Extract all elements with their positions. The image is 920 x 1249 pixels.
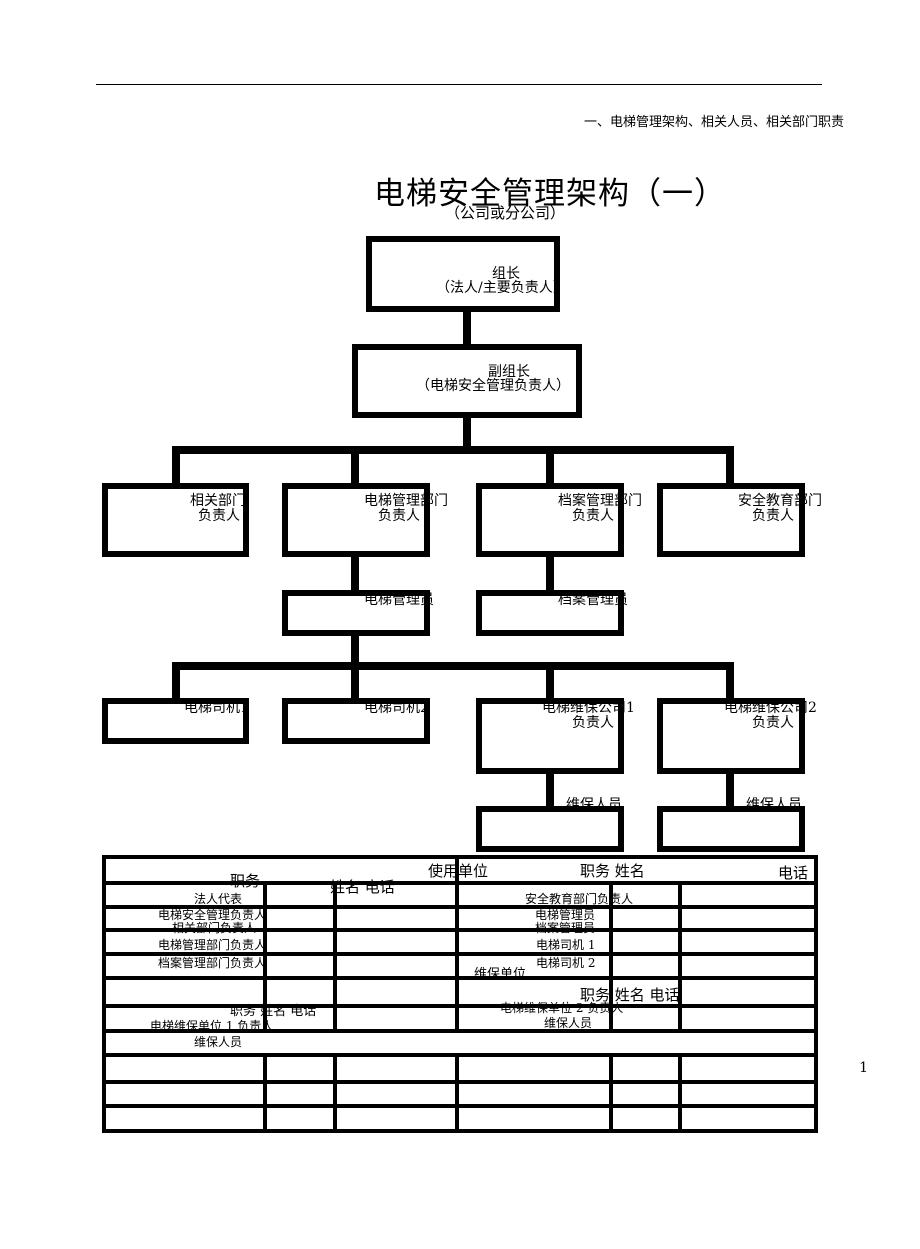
manager-label-1: 电梯管理员 [364, 592, 434, 608]
deputy-label: 副组长 [488, 364, 530, 380]
operator-drop-4 [726, 662, 734, 702]
manager-connector-1 [351, 556, 359, 594]
department-box-4 [657, 483, 805, 557]
department-sublabel-4: 负责人 [752, 508, 794, 524]
table-row-left-1: 法人代表 [194, 892, 243, 906]
leader-connector [463, 311, 471, 346]
table-divider [333, 881, 337, 1029]
page-number: 1 [859, 1060, 868, 1076]
table-rule [102, 1053, 818, 1057]
operator-connector [351, 635, 359, 667]
operator-label-3: 电梯维保公司1 [542, 700, 635, 716]
operator-label-2: 电梯司机2 [364, 700, 429, 716]
table-rule [102, 1104, 818, 1108]
maintenance-row-right-1: 电梯维保单位 2 负责人 [500, 1001, 624, 1015]
table-divider [333, 1053, 337, 1131]
maintainer-box-1 [476, 806, 624, 852]
table-row-right-1: 安全教育部门负责人 [525, 892, 634, 906]
department-label-1: 相关部门 [190, 493, 246, 509]
operator-label-4: 电梯维保公司2 [724, 700, 817, 716]
department-label-4: 安全教育部门 [738, 493, 822, 509]
header-rule [96, 84, 822, 85]
department-box-2 [282, 483, 430, 557]
table-divider [455, 855, 459, 1029]
maintainer-connector-2 [726, 773, 734, 809]
table-row-left-3: 相关部门负责人 [172, 921, 257, 935]
dept-drop-2 [351, 446, 359, 486]
leader-box [366, 236, 560, 312]
chart-title: 电梯安全管理架构（一） [374, 176, 726, 212]
table-divider [609, 881, 613, 1029]
department-label-3: 档案管理部门 [558, 493, 642, 509]
section-title: 一、电梯管理架构、相关人员、相关部门职责 [583, 115, 844, 130]
operator-box-1 [102, 698, 249, 744]
manager-connector-2 [546, 556, 554, 594]
table-header-left-name: 姓名 电话 [330, 878, 395, 896]
operator-drop-2 [351, 662, 359, 702]
table-row-right-3: 档案管理员 [535, 921, 596, 935]
department-box-1 [102, 483, 249, 557]
table-rule [102, 881, 818, 885]
chart-subtitle: （公司或分公司） [444, 204, 565, 222]
department-sublabel-2: 负责人 [378, 508, 420, 524]
maintainer-connector-1 [546, 773, 554, 809]
operator-box-2 [282, 698, 430, 744]
operator-label-1: 电梯司机1 [184, 700, 249, 716]
maintainer-box-2 [657, 806, 805, 852]
table-header-right-phone: 电话 [778, 864, 809, 882]
maintenance-header-right: 职务 姓名 电话 [580, 986, 680, 1004]
operator-box-3 [476, 698, 624, 774]
leader-sublabel: （法人/主要负责人） [436, 280, 567, 296]
operator-drop-3 [546, 662, 554, 702]
department-sublabel-1: 负责人 [198, 508, 240, 524]
table-rule [102, 1004, 818, 1008]
department-label-2: 电梯管理部门 [364, 493, 448, 509]
operator-drop-1 [172, 662, 180, 702]
leader-label: 组长 [492, 266, 520, 282]
dept-drop-4 [726, 446, 734, 486]
deputy-box [352, 344, 582, 418]
table-row-left-5: 档案管理部门负责人 [158, 956, 267, 970]
table-row-left-4: 电梯管理部门负责人 [158, 938, 267, 952]
table-divider [609, 1053, 613, 1131]
maintenance-title: 维保单位 [474, 967, 527, 982]
department-sublabel-3: 负责人 [572, 508, 614, 524]
maintenance-row-left-1: 电梯维保单位 1 负责人 [150, 1019, 274, 1033]
deputy-connector [463, 417, 471, 449]
table-divider [455, 1053, 459, 1131]
table-rule [102, 928, 818, 932]
table-row-right-5: 电梯司机 2 [536, 956, 596, 970]
dept-drop-1 [172, 446, 180, 486]
operator-box-4 [657, 698, 805, 774]
contact-table [102, 855, 818, 1133]
table-row-right-4: 电梯司机 1 [536, 938, 596, 952]
table-divider [263, 1053, 267, 1131]
table-header-right-role: 职务 姓名 [580, 862, 645, 880]
manager-box-2 [476, 590, 624, 636]
maintenance-row-right-2: 维保人员 [544, 1016, 593, 1030]
department-box-3 [476, 483, 624, 557]
table-rule [102, 905, 818, 909]
table-rule [102, 1029, 818, 1033]
department-bus [172, 446, 734, 454]
table-divider [263, 881, 267, 1029]
table-rule [102, 952, 818, 956]
table-rule [102, 976, 818, 980]
table-row-left-2: 电梯安全管理负责人 [158, 908, 267, 922]
operator-sublabel-3: 负责人 [572, 715, 614, 731]
manager-label-2: 档案管理员 [558, 592, 628, 608]
manager-box-1 [282, 590, 430, 636]
table-divider [678, 881, 682, 1029]
operator-bus [172, 662, 734, 670]
table-row-right-2: 电梯管理员 [535, 908, 596, 922]
operator-sublabel-4: 负责人 [752, 715, 794, 731]
dept-drop-3 [546, 446, 554, 486]
table-divider [678, 1053, 682, 1131]
table-rule [102, 1080, 818, 1084]
maintenance-row-left-2: 维保人员 [194, 1035, 243, 1049]
deputy-sublabel: （电梯安全管理负责人） [416, 378, 570, 394]
maintenance-header-left: 职务 姓名 电话 [230, 1004, 317, 1019]
